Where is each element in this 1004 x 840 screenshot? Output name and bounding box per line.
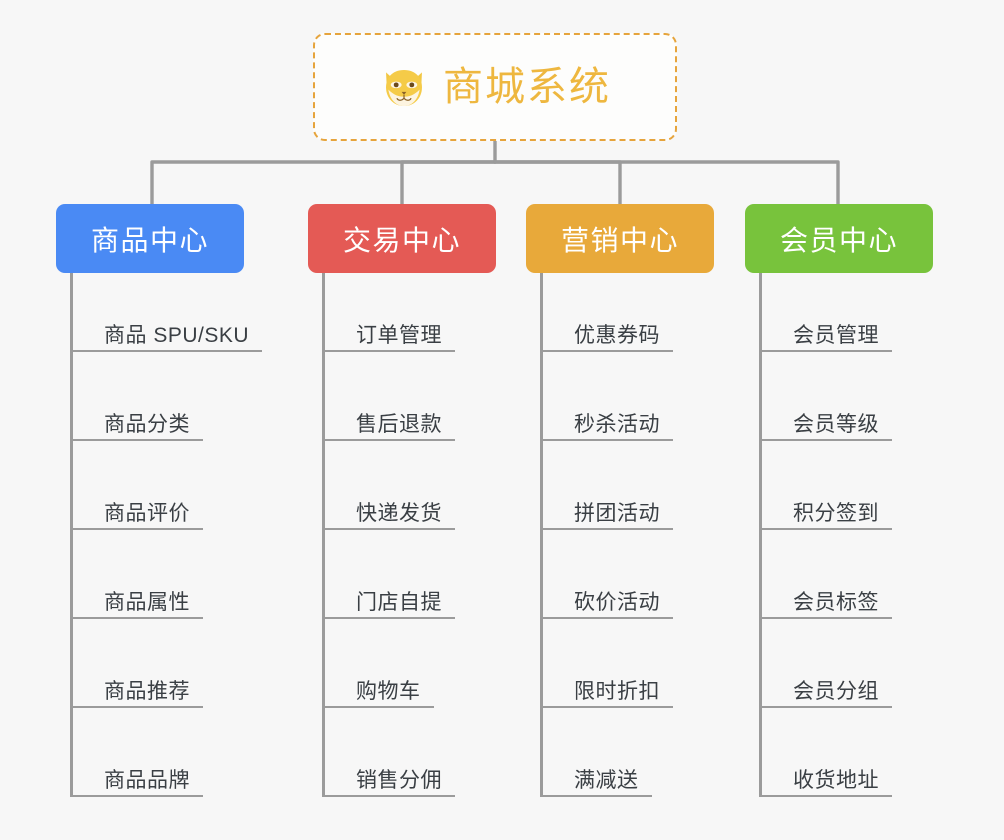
leaf-item-underline: [325, 528, 455, 530]
branch-node-2[interactable]: 营销中心: [526, 204, 714, 273]
leaf-item-underline: [325, 706, 434, 708]
leaf-item-label: 秒杀活动: [574, 413, 660, 436]
branch-node-0[interactable]: 商品中心: [56, 204, 244, 273]
leaf-item-underline: [762, 706, 892, 708]
leaf-item-underline: [762, 528, 892, 530]
branch-node-3[interactable]: 会员中心: [745, 204, 933, 273]
leaf-item-label: 购物车: [356, 680, 421, 703]
leaf-item-underline: [543, 706, 673, 708]
leaf-item-label: 拼团活动: [574, 502, 660, 525]
connector-bus-branch-2: [400, 160, 497, 206]
leaf-item-label: 收货地址: [793, 769, 879, 792]
leaf-item-label: 售后退款: [356, 413, 442, 436]
leaf-item-underline: [325, 350, 455, 352]
leaf-item-label: 商品品牌: [104, 769, 190, 792]
leaf-item-underline: [543, 617, 673, 619]
leaf-item-underline: [762, 795, 892, 797]
leaf-item-label: 优惠券码: [574, 324, 660, 347]
connector-bus-branch-3: [493, 160, 622, 206]
leaf-item-label: 销售分佣: [356, 769, 442, 792]
leaf-item-underline: [543, 439, 673, 441]
connector-bus-branch-1: [150, 160, 497, 206]
leaf-item-underline: [325, 795, 455, 797]
leaf-item-label: 商品推荐: [104, 680, 190, 703]
leaf-column-spine: [759, 273, 762, 797]
branch-label-1: 交易中心: [342, 224, 461, 256]
leaf-item-underline: [543, 528, 673, 530]
leaf-item-underline: [325, 439, 455, 441]
branch-label-0: 商品中心: [90, 224, 209, 256]
leaf-item-underline: [762, 617, 892, 619]
leaf-item-underline: [325, 617, 455, 619]
leaf-item-underline: [73, 439, 203, 441]
leaf-item-underline: [73, 350, 262, 352]
leaf-item-underline: [543, 795, 652, 797]
leaf-item-underline: [73, 706, 203, 708]
leaf-item-label: 会员等级: [793, 413, 879, 436]
root-node[interactable]: 商城系统: [313, 33, 677, 141]
leaf-item-label: 商品评价: [104, 502, 190, 525]
leaf-item-label: 商品 SPU/SKU: [104, 324, 250, 347]
root-title: 商城系统: [443, 65, 611, 109]
leaf-item-label: 会员管理: [793, 324, 879, 347]
branch-label-2: 营销中心: [560, 224, 679, 256]
leaf-item-label: 限时折扣: [574, 680, 660, 703]
leaf-item-underline: [762, 350, 892, 352]
branch-node-1[interactable]: 交易中心: [308, 204, 496, 273]
leaf-item-label: 商品属性: [104, 591, 190, 614]
leaf-item-label: 砍价活动: [574, 591, 660, 614]
leaf-column-spine: [322, 273, 325, 797]
leaf-item-label: 商品分类: [104, 413, 190, 436]
leaf-item-label: 订单管理: [356, 324, 442, 347]
leaf-column-spine: [540, 273, 543, 797]
leaf-item-label: 门店自提: [356, 591, 442, 614]
branch-label-3: 会员中心: [779, 224, 898, 256]
leaf-item-label: 快递发货: [356, 502, 442, 525]
leaf-item-label: 满减送: [574, 769, 639, 792]
leaf-item-label: 会员分组: [793, 680, 879, 703]
shiba-dog-face-icon: [386, 70, 422, 106]
leaf-item-underline: [73, 795, 203, 797]
leaf-item-underline: [73, 528, 203, 530]
leaf-item-underline: [762, 439, 892, 441]
connector-bus-branch-4: [493, 160, 840, 206]
leaf-item-label: 积分签到: [793, 502, 879, 525]
leaf-item-label: 会员标签: [793, 591, 879, 614]
leaf-item-underline: [543, 350, 673, 352]
leaf-item-underline: [73, 617, 203, 619]
leaf-column-spine: [70, 273, 73, 797]
